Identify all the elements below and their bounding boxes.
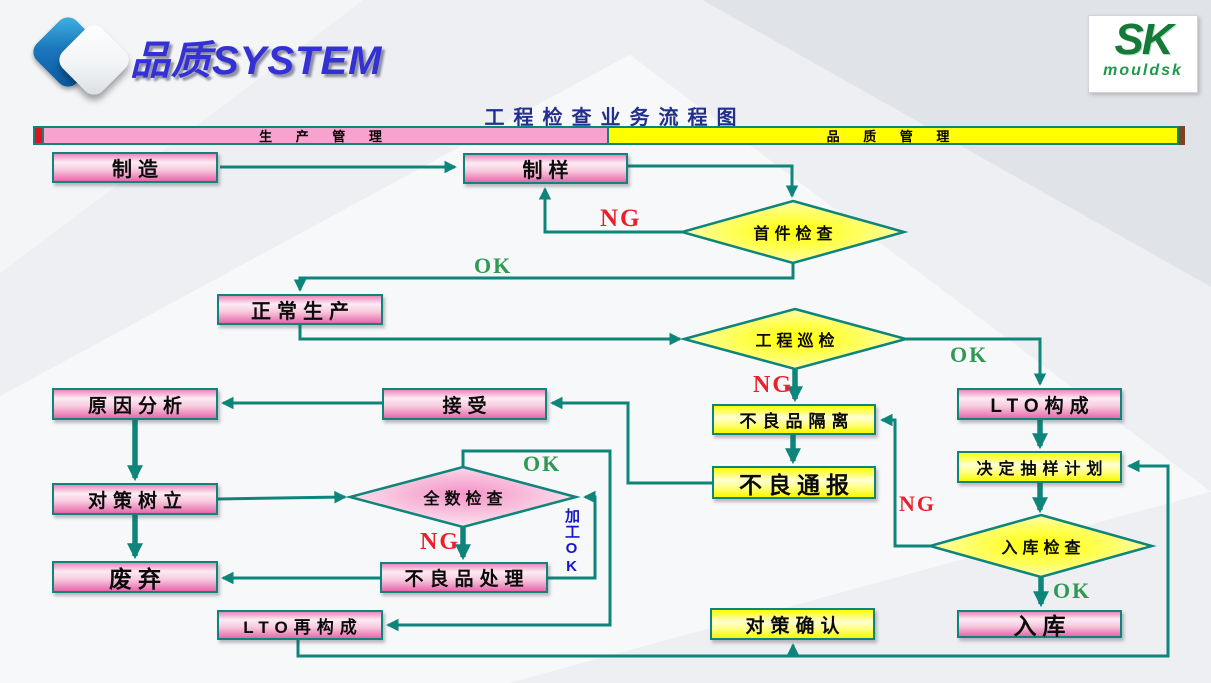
node-defective-isolation: 不良品隔离 (712, 404, 876, 435)
sk-logo-subtext: mouldsk (1103, 62, 1183, 79)
page-title: 工程检查业务流程图 (484, 107, 746, 129)
node-warehouse-in: 入库 (957, 610, 1122, 639)
node-sampling-plan-decision: 决定抽样计划 (957, 451, 1122, 483)
label-ng-full-inspection: NG (420, 529, 460, 555)
label-ng-first-check: NG (600, 205, 642, 232)
node-lto-composition: LTO构成 (957, 388, 1122, 420)
label-processing-ok: 加工OK (563, 508, 580, 576)
lane-production: 生 产 管 理 (42, 126, 609, 145)
label-ng-patrol: NG (753, 372, 793, 398)
lane-end-cap (1179, 126, 1185, 145)
lane-quality: 品 质 管 理 (607, 126, 1179, 145)
label-ok-first-check: OK (474, 253, 513, 278)
label-ng-incoming-check: NG (899, 491, 936, 516)
node-accept: 接受 (382, 388, 547, 420)
edge-incoming-check-ng-to-isolation (880, 413, 930, 548)
sk-logo-text: SK (1114, 15, 1173, 64)
sk-company-logo: SK mouldsk (1088, 15, 1198, 93)
node-cause-analysis: 原因分析 (52, 388, 218, 420)
node-discard: 废弃 (52, 561, 218, 593)
node-process-patrol-check: 工程巡检 (755, 333, 840, 350)
node-sample: 制样 (463, 153, 628, 184)
node-manufacture: 制造 (52, 152, 218, 183)
node-first-article-check: 首件检查 (753, 226, 838, 243)
node-countermeasure-confirm: 对策确认 (710, 608, 875, 640)
edge-first-check-ok-to-normal-production (293, 263, 795, 292)
node-normal-production: 正常生产 (217, 294, 383, 325)
node-incoming-check: 入库检查 (1001, 540, 1086, 557)
edge-normal-production-to-patrol (298, 325, 682, 346)
label-ok-patrol: OK (950, 342, 989, 367)
edge-sample-to-first-check (628, 164, 799, 198)
node-lto-recomposition: LTO再构成 (217, 610, 383, 640)
edge-notification-to-accept (550, 396, 712, 485)
brand-title: 品质SYSTEM (130, 39, 383, 83)
node-countermeasure-establish: 对策树立 (52, 483, 218, 515)
node-defective-handling: 不良品处理 (380, 562, 548, 593)
swimlane-header: 生 产 管 理 品 质 管 理 (33, 126, 1185, 145)
lane-red-cap (33, 126, 44, 145)
edge-countermeasure-to-full-inspection (217, 490, 347, 504)
label-ok-incoming-check: OK (1053, 578, 1092, 603)
node-full-inspection: 全数检查 (423, 491, 508, 508)
node-defective-notification: 不良通报 (712, 466, 876, 499)
label-ok-full-inspection: OK (523, 451, 562, 476)
